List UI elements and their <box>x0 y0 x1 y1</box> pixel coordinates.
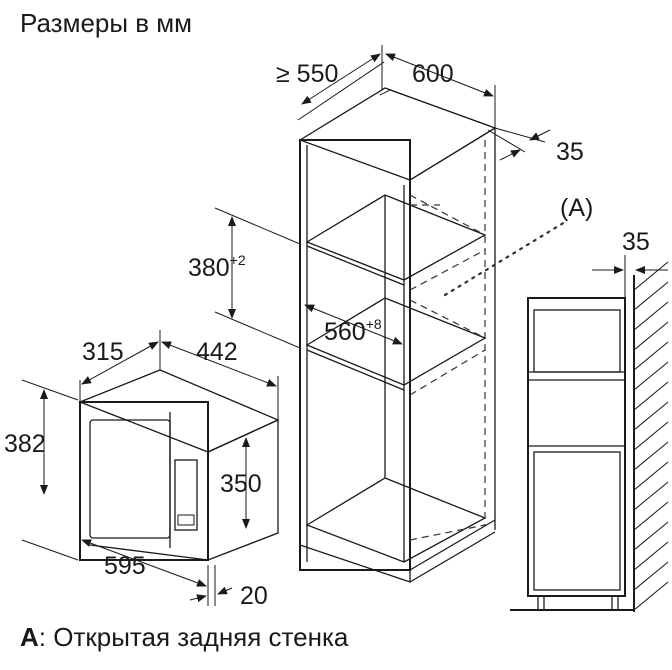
label-a: (A) <box>560 194 593 222</box>
dim-mw-width: 442 <box>196 338 238 366</box>
dim-niche-height: 380+2 <box>188 252 246 282</box>
footer-letter: A <box>20 622 39 652</box>
footer-text: : Открытая задняя стенка <box>38 622 349 652</box>
detail-a <box>510 255 669 612</box>
dim-mw-front-depth: 20 <box>240 582 268 610</box>
microwave-dimensions <box>21 330 279 606</box>
dim-niche-width-value: 560 <box>324 318 366 346</box>
dim-niche-width-tol: +8 <box>366 316 382 332</box>
dim-mw-depth: 315 <box>82 338 124 366</box>
diagram-title: Размеры в мм <box>20 8 193 38</box>
cabinet-dimensions <box>214 45 551 349</box>
dim-35-top: 35 <box>556 138 584 166</box>
dim-mw-inner-height: 350 <box>220 470 262 498</box>
dim-niche-height-value: 380 <box>188 254 230 282</box>
dim-35-side: 35 <box>622 228 650 256</box>
tall-cabinet <box>298 87 497 583</box>
dim-depth-min: ≥ 550 <box>276 60 338 88</box>
footer-note: A: Открытая задняя стенка <box>20 622 348 653</box>
dim-cabinet-width: 600 <box>412 60 454 88</box>
microwave <box>78 369 280 561</box>
dim-niche-height-tol: +2 <box>230 252 246 268</box>
dim-mw-front-width: 595 <box>104 552 146 580</box>
dim-mw-height: 382 <box>4 430 46 458</box>
dim-niche-width: 560+8 <box>324 316 382 346</box>
